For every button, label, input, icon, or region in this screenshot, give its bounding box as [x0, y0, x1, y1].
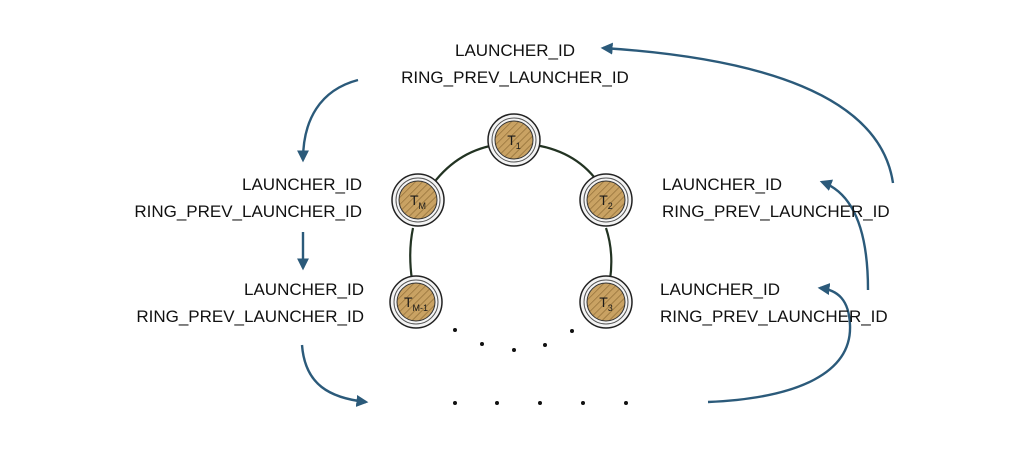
label-left-upper: LAUNCHER_ID RING_PREV_LAUNCHER_ID	[90, 171, 362, 225]
coin-t2-main: T	[599, 192, 608, 208]
coin-t3-main: T	[599, 294, 608, 310]
dot	[538, 401, 542, 405]
svg-text:TM: TM	[410, 192, 426, 211]
coin-t3: T3	[579, 275, 633, 329]
label-right-upper-ring-prev: RING_PREV_LAUNCHER_ID	[662, 202, 890, 221]
coin-t1: T1	[487, 113, 541, 167]
svg-text:T3: T3	[599, 294, 613, 313]
arrow-right-upper-to-top	[600, 42, 895, 184]
label-left-upper-ring-prev: RING_PREV_LAUNCHER_ID	[134, 202, 362, 221]
dot	[453, 401, 457, 405]
arrow-top-to-left-upper	[297, 78, 359, 163]
label-left-lower-ring-prev: RING_PREV_LAUNCHER_ID	[136, 307, 364, 326]
coin-tm1-sub: M-1	[413, 303, 429, 313]
coin-t2: T2	[579, 173, 633, 227]
dot	[570, 329, 574, 333]
arrow-left-lower-to-bottom	[300, 344, 369, 407]
coin-tm1: TM-1	[389, 275, 443, 329]
svg-text:TM-1: TM-1	[404, 294, 428, 313]
coin-t3-sub: 3	[608, 303, 613, 313]
dot	[624, 401, 628, 405]
label-left-lower: LAUNCHER_ID RING_PREV_LAUNCHER_ID	[92, 276, 364, 330]
svg-text:T2: T2	[599, 192, 613, 211]
label-right-upper: LAUNCHER_ID RING_PREV_LAUNCHER_ID	[662, 171, 934, 225]
coin-tm: TM	[391, 173, 445, 227]
label-right-lower-ring-prev: RING_PREV_LAUNCHER_ID	[660, 307, 888, 326]
label-top-launcher-id: LAUNCHER_ID	[455, 41, 575, 60]
label-left-upper-launcher-id: LAUNCHER_ID	[242, 175, 362, 194]
coin-t2-sub: 2	[608, 201, 613, 211]
dot	[495, 401, 499, 405]
ring-arc-tm-t1	[429, 143, 496, 189]
label-left-lower-launcher-id: LAUNCHER_ID	[244, 280, 364, 299]
dot	[453, 328, 457, 332]
coin-tm-main: T	[410, 192, 419, 208]
ellipsis-dots	[453, 328, 628, 405]
label-right-lower-launcher-id: LAUNCHER_ID	[660, 280, 780, 299]
label-top: LAUNCHER_ID RING_PREV_LAUNCHER_ID	[384, 37, 646, 91]
arrow-right-lower-to-right-upper	[819, 179, 870, 291]
label-right-upper-launcher-id: LAUNCHER_ID	[662, 175, 782, 194]
ring-line-tm-tm1	[409, 227, 415, 281]
dot	[543, 343, 547, 347]
coin-t1-main: T	[507, 132, 516, 148]
arrows	[297, 42, 895, 407]
dot	[581, 401, 585, 405]
coin-tm1-main: T	[404, 294, 413, 310]
coin-t1-sub: 1	[516, 141, 521, 151]
label-top-ring-prev: RING_PREV_LAUNCHER_ID	[401, 68, 629, 87]
coin-tm-sub: M	[419, 201, 427, 211]
arrow-bottom-to-right-lower	[707, 283, 852, 404]
label-right-lower: LAUNCHER_ID RING_PREV_LAUNCHER_ID	[660, 276, 932, 330]
dot	[512, 348, 516, 352]
ring-line-t2-t3	[604, 227, 613, 281]
svg-text:T1: T1	[507, 132, 521, 151]
dot	[480, 342, 484, 346]
